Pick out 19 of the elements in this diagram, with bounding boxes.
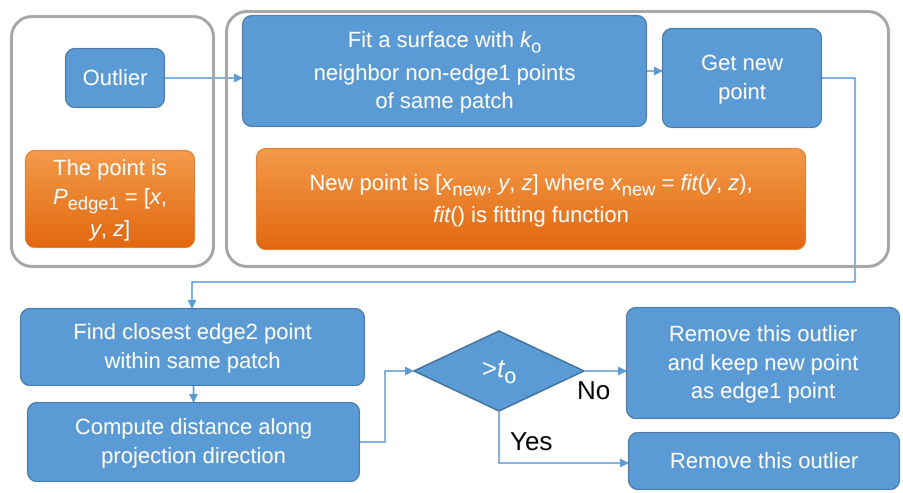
arrow: [189, 386, 198, 403]
process-box: Remove this outlier: [628, 432, 900, 490]
arrow: [498, 412, 629, 468]
note-box: New point is [x$_{new}$, y, z] where x$_{new}$ = fit(y, z), fit() is fitting function: [256, 148, 806, 250]
arrow: [165, 74, 243, 82]
group-frame: [225, 10, 890, 268]
arrow: [360, 366, 414, 443]
arrow: [647, 66, 663, 76]
decision-label: >t$_{o}$: [482, 352, 516, 390]
process-box: Get new point: [662, 28, 822, 128]
group-frame: [10, 15, 215, 268]
arrow: [188, 77, 856, 309]
process-box: Outlier: [65, 48, 165, 108]
note-box: The point is P$_{edge1}$ = [x, y, z]: [25, 150, 195, 248]
process-box: Fit a surface with k$_{o}$ neighbor non-edge1 points of same patch: [242, 15, 647, 127]
arrow: [585, 366, 627, 376]
process-box: Compute distance along projection direction: [27, 402, 360, 482]
process-box: Find closest edge2 point within same patch: [20, 308, 365, 386]
process-box: Remove this outlier and keep new point as edge1 point: [626, 307, 900, 419]
